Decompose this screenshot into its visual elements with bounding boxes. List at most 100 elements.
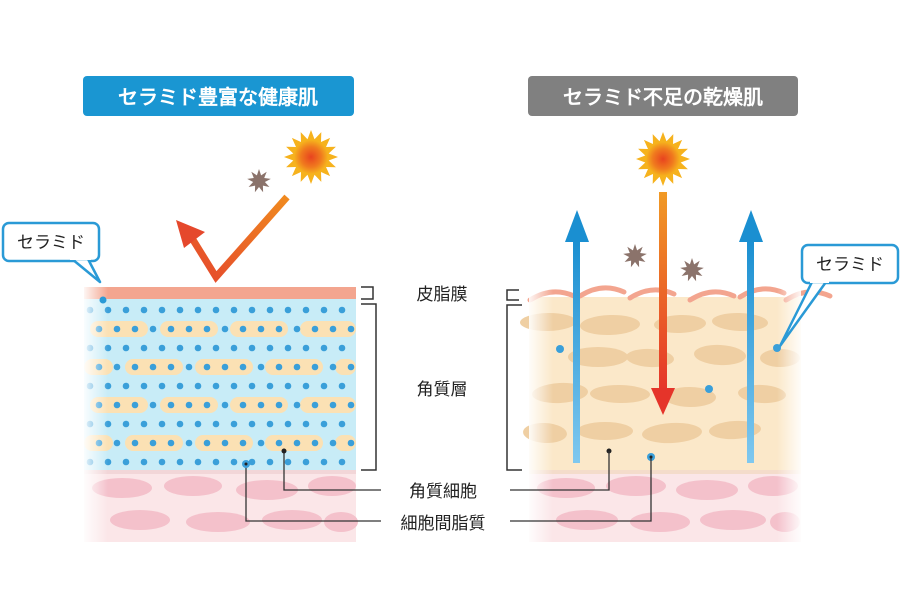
sebum-flake: [577, 285, 627, 299]
ceramide-dot: [329, 439, 337, 447]
ceramide-dot: [293, 325, 301, 333]
left-dermis-cells: [92, 476, 358, 532]
corneocyte-cell: [654, 314, 706, 334]
ceramide-dot: [194, 458, 202, 466]
ceramide-dot: [167, 401, 175, 409]
ceramide-dot: [194, 344, 202, 352]
ceramide-dot: [329, 325, 337, 333]
ceramide-dot: [149, 439, 157, 447]
ceramide-dot: [203, 363, 211, 371]
ceramide-dot: [320, 420, 328, 428]
sebum-flake: [627, 287, 677, 301]
corneocyte-cell: [300, 397, 356, 413]
ceramide-dot: [230, 344, 238, 352]
corneocyte-cell: [694, 344, 746, 366]
ceramide-dot: [257, 401, 265, 409]
corneocyte-cell: [664, 386, 716, 408]
ceramide-dot: [221, 325, 229, 333]
dermis-cell: [262, 510, 322, 530]
ceramide-dot: [275, 325, 283, 333]
allergen-icon: [680, 258, 704, 282]
ceramide-dot: [347, 363, 355, 371]
ceramide-dot: [149, 363, 157, 371]
corneocyte-cell: [642, 422, 702, 444]
right-ceramide-callout: セラミド: [773, 243, 900, 352]
corneocyte-cell: [590, 384, 650, 404]
ceramide-dot: [329, 401, 337, 409]
ceramide-dot: [203, 401, 211, 409]
ceramide-dot: [266, 382, 274, 390]
ceramide-dot: [266, 458, 274, 466]
ceramide-dot: [338, 458, 346, 466]
left-callout-text: セラミド: [17, 233, 85, 253]
right-title: セラミド不足の乾燥肌: [563, 85, 763, 109]
dermis-cell: [606, 476, 666, 496]
ceramide-dot: [302, 420, 310, 428]
ceramide-dot: [122, 420, 130, 428]
ceramide-dot: [320, 382, 328, 390]
sebum-flake: [687, 289, 737, 303]
ceramide-dot: [203, 439, 211, 447]
corneocyte-cell: [580, 314, 640, 336]
ceramide-dot: [248, 458, 256, 466]
ceramide-dot: [167, 439, 175, 447]
moisture-arrow-left: [565, 210, 589, 463]
ceramide-dot: [122, 306, 130, 314]
ceramide-dot: [239, 325, 247, 333]
corneocyte-cell: [300, 321, 356, 337]
ceramide-dot: [230, 382, 238, 390]
ceramide-dot: [131, 439, 139, 447]
dermis-cell: [630, 512, 690, 532]
ceramide-dot: [320, 344, 328, 352]
ceramide-dot: [176, 306, 184, 314]
ceramide-dot: [194, 306, 202, 314]
dermis-cell: [186, 512, 250, 532]
ceramide-dot: [320, 306, 328, 314]
ceramide-dot: [140, 420, 148, 428]
ceramide-dot: [338, 382, 346, 390]
label-sebum-film: 皮脂膜: [417, 285, 468, 305]
ceramide-dot: [221, 363, 229, 371]
ceramide-dot: [338, 420, 346, 428]
ceramide-dot: [140, 382, 148, 390]
dermis-cell: [164, 476, 222, 496]
ceramide-dot: [122, 344, 130, 352]
ceramide-dot: [185, 325, 193, 333]
left-title: セラミド豊富な健康肌: [118, 85, 318, 109]
ceramide-dot: [212, 458, 220, 466]
ceramide-dot: [140, 344, 148, 352]
reflect-arrow: [176, 194, 290, 283]
ceramide-dot: [230, 420, 238, 428]
allergen-icon: [247, 169, 271, 193]
ceramide-dot: [113, 439, 121, 447]
ceramide-dot: [140, 458, 148, 466]
ceramide-dot: [320, 458, 328, 466]
ceramide-dot: [167, 363, 175, 371]
ceramide-dot: [140, 306, 148, 314]
ceramide-dot: [176, 382, 184, 390]
ceramide-dot: [257, 363, 265, 371]
dermis-cell: [700, 510, 766, 530]
ceramide-dot: [293, 363, 301, 371]
ceramide-dot: [113, 325, 121, 333]
dermis-cell: [110, 510, 170, 530]
left-title-badge: セラミド豊富な健康肌: [83, 76, 354, 116]
corneocyte-cell: [568, 347, 628, 367]
ceramide-dot: [230, 306, 238, 314]
ceramide-dot: [185, 401, 193, 409]
ceramide-dot: [212, 382, 220, 390]
left-ceramide-callout: セラミド: [1, 221, 107, 304]
ceramide-dot: [311, 439, 319, 447]
label-intercellular-lipid: 細胞間脂質: [401, 514, 486, 534]
ceramide-dot: [122, 382, 130, 390]
dermis-cell: [308, 476, 356, 496]
ceramide-dot: [266, 420, 274, 428]
ceramide-dot: [338, 306, 346, 314]
ceramide-dot: [131, 325, 139, 333]
ceramide-dot: [176, 420, 184, 428]
dermis-cell: [556, 510, 618, 530]
ceramide-dot: [158, 458, 166, 466]
dermis-cell: [324, 512, 358, 532]
ceramide-dot: [158, 382, 166, 390]
